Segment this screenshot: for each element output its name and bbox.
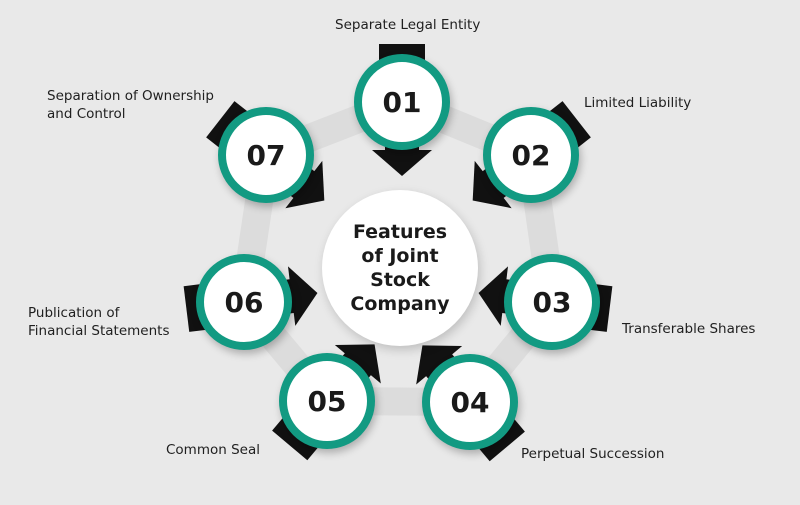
feature-node-07: 07 xyxy=(218,107,314,203)
feature-label-01: Separate Legal Entity xyxy=(335,17,481,33)
feature-label-07: Separation of Ownership and Control xyxy=(47,88,214,122)
center-title: Features of Joint Stock Company xyxy=(340,220,460,316)
feature-number: 06 xyxy=(224,285,264,319)
center-title-line: Stock xyxy=(370,269,430,291)
feature-node-03: 03 xyxy=(504,254,600,350)
feature-number: 05 xyxy=(307,384,347,418)
feature-number: 01 xyxy=(382,85,422,119)
center-title-line: Company xyxy=(350,293,450,315)
feature-number: 04 xyxy=(450,385,490,419)
center-title-line: Features xyxy=(352,221,448,243)
feature-node-05: 05 xyxy=(279,353,375,449)
feature-label-04: Perpetual Succession xyxy=(521,446,665,462)
feature-number: 07 xyxy=(246,138,286,172)
center-title-line: of Joint xyxy=(361,245,439,267)
feature-node-04: 04 xyxy=(422,354,518,450)
feature-node-06: 06 xyxy=(196,254,292,350)
feature-number: 02 xyxy=(511,138,551,172)
feature-label-05: Common Seal xyxy=(166,442,260,458)
feature-label-06: Publication of Financial Statements xyxy=(28,305,170,339)
center-hub: Features of Joint Stock Company xyxy=(322,190,478,346)
feature-label-02: Limited Liability xyxy=(584,95,692,111)
feature-node-02: 02 xyxy=(483,107,579,203)
feature-label-03: Transferable Shares xyxy=(622,321,756,337)
feature-node-01: 01 xyxy=(354,54,450,150)
feature-number: 03 xyxy=(532,285,572,319)
